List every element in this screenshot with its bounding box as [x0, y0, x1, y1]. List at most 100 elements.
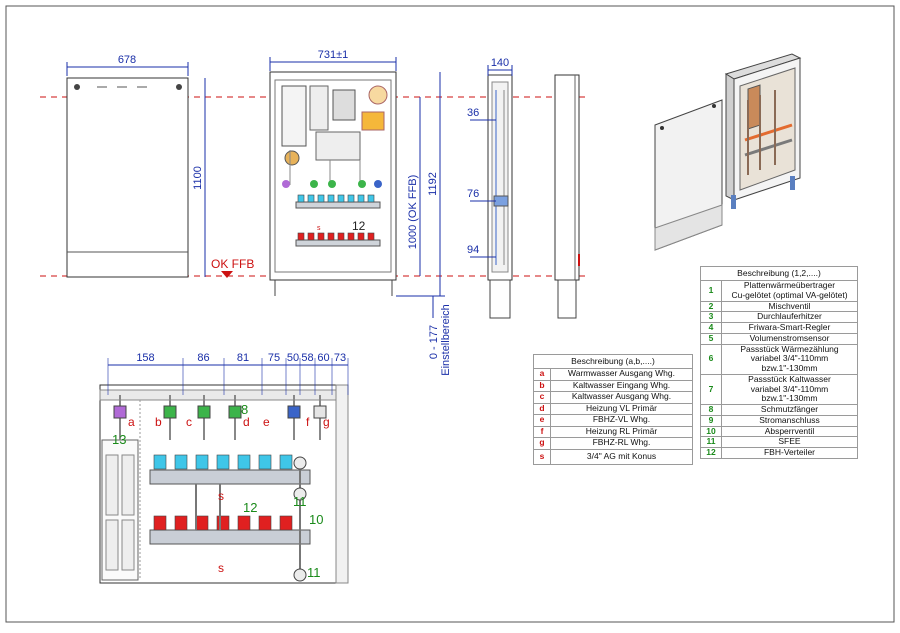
row-text: FBHZ-RL Whg.: [592, 437, 651, 448]
row-key: 6: [700, 343, 722, 375]
side-dim-94: 94: [467, 244, 479, 256]
connector-fitting: [197, 405, 211, 419]
detail-dim-7: 73: [334, 352, 346, 364]
svg-text:s: s: [317, 225, 321, 232]
return-valve: [237, 515, 251, 531]
door-front-view: 678 1100 OK FFB: [66, 54, 254, 278]
table-letters-header: Beschreibung (a,b,....): [533, 354, 693, 369]
connector-fitting: [228, 405, 242, 419]
mini-flow-valve: [317, 194, 325, 203]
row-description: Schmutzfänger: [721, 404, 858, 416]
callout-11-upper: 11: [293, 494, 307, 509]
row-key: 4: [700, 322, 722, 334]
mini-flow-valve: [297, 194, 305, 203]
svg-text:12: 12: [352, 219, 366, 233]
detail-dim-3: 75: [268, 352, 280, 364]
cabinet-ffb-dim: 1000 (OK FFB): [407, 175, 419, 250]
row-description: 3/4" AG mit Konus: [550, 448, 693, 465]
side-dim-36: 36: [467, 107, 479, 119]
row-text-line2: variabel 3/4"-110mm bzw.1"-130mm: [750, 383, 829, 404]
flow-meter-valve: [279, 454, 293, 470]
connector-fitting: [163, 405, 177, 419]
row-key: f: [533, 425, 551, 438]
row-description: Kaltwasser Ausgang Whg.: [550, 391, 693, 404]
row-text: Volumenstromsensor: [749, 332, 830, 343]
row-description: Absperrventil: [721, 425, 858, 438]
callout-11-lower: 11: [307, 565, 321, 580]
detail-dim-5: 58: [301, 352, 313, 364]
flow-meter-valve: [237, 454, 251, 470]
row-key: b: [533, 379, 551, 392]
row-text: Schmutzfänger: [760, 404, 819, 415]
mini-flow-valve: [367, 194, 375, 203]
row-description: Kaltwasser Eingang Whg.: [550, 379, 693, 392]
side-dim-76: 76: [467, 188, 479, 200]
row-text: Heizung VL Primär: [585, 402, 658, 413]
cabinet-open-view: 12 s 731±1 1000 (OK FFB) 1192 0 - 177 Ei…: [269, 49, 452, 376]
detail-dim-4: 50: [287, 352, 299, 364]
label-s-upper: s: [218, 489, 224, 503]
label-b: b: [155, 415, 162, 429]
row-description: FBHZ-VL Whg.: [550, 414, 693, 427]
row-text: Heizung RL Primär: [585, 425, 658, 436]
door-height-dim: 1100: [192, 166, 204, 190]
ok-ffb-label: OK FFB: [211, 257, 254, 271]
callout-12: 12: [243, 500, 257, 515]
detail-dim-1: 86: [197, 352, 209, 364]
flow-meter-valve: [258, 454, 272, 470]
table-row: 5 Volumenstromsensor: [700, 332, 858, 345]
mini-return-valve: [307, 232, 315, 241]
label-f: f: [306, 415, 310, 429]
row-key: 12: [700, 447, 722, 460]
mini-flow-valve: [347, 194, 355, 203]
row-key: d: [533, 402, 551, 415]
mini-flow-valve: [307, 194, 315, 203]
return-valve: [153, 515, 167, 531]
row-text-line2: Cu-gelötet (optimal VA-gelötet): [731, 289, 848, 300]
row-key: 9: [700, 414, 722, 427]
flow-meter-valve: [195, 454, 209, 470]
row-description: SFEE: [721, 436, 858, 449]
row-key: 11: [700, 436, 722, 449]
row-key: 5: [700, 332, 722, 345]
row-key: 2: [700, 300, 722, 313]
connector-fitting: [313, 405, 327, 419]
detail-dim-6: 60: [317, 352, 329, 364]
row-description: Warmwasser Ausgang Whg.: [550, 368, 693, 381]
cabinet-total-height-dim: 1192: [427, 172, 439, 196]
row-text: Kaltwasser Eingang Whg.: [572, 379, 671, 390]
label-c: c: [186, 415, 192, 429]
callout-10: 10: [309, 512, 323, 527]
detail-dim-2: 81: [237, 352, 249, 364]
table-numbers-header: Beschreibung (1,2,....): [700, 266, 858, 281]
mini-return-valve: [367, 232, 375, 241]
row-description: Volumenstromsensor: [721, 332, 858, 345]
table-row: d Heizung VL Primär: [533, 402, 693, 415]
row-text: FBH-Verteiler: [763, 447, 815, 458]
connector-fitting: [287, 405, 301, 419]
row-text: Absperrventil: [764, 425, 815, 436]
mini-flow-valve: [337, 194, 345, 203]
row-key: 7: [700, 373, 722, 406]
detail-dim-0: 158: [136, 352, 154, 364]
cabinet-width-dim: 731±1: [318, 49, 349, 61]
adjust-range-note: Einstellbereich: [440, 304, 452, 376]
